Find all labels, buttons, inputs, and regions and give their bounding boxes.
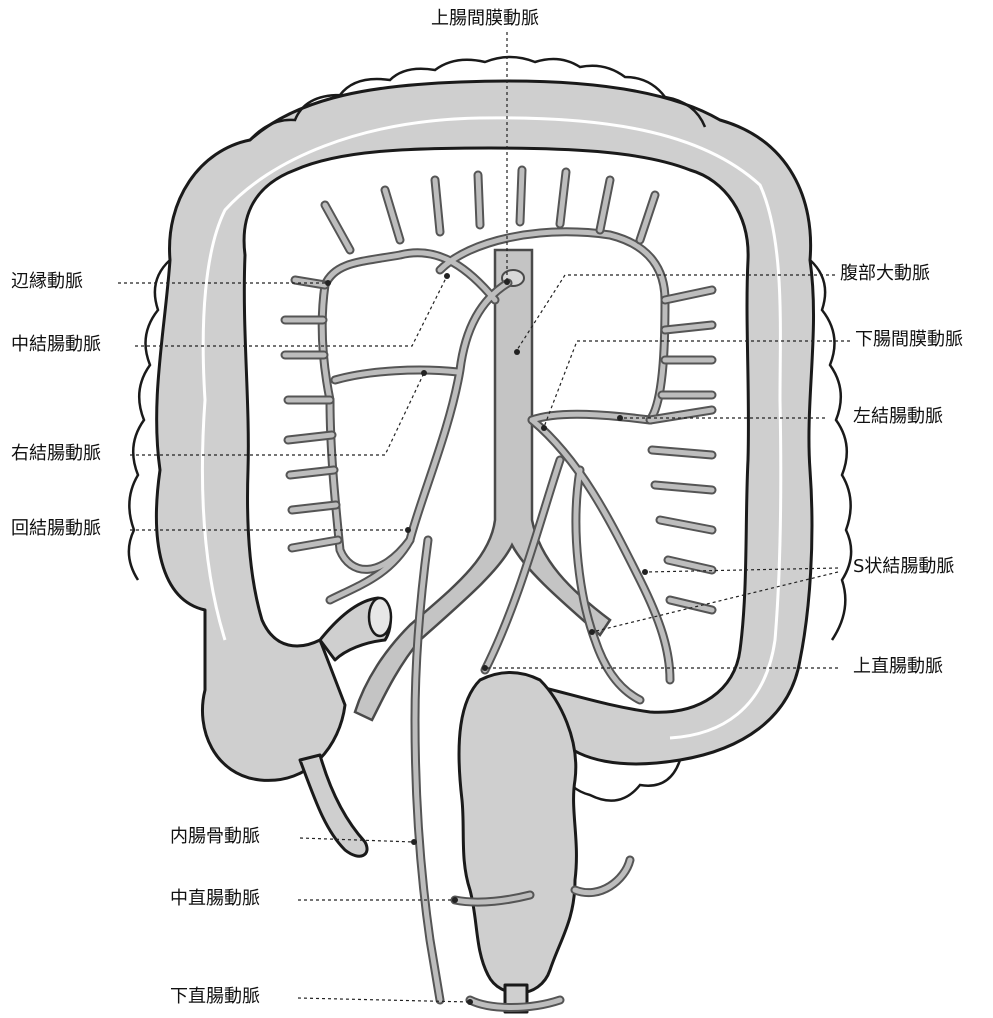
dot-inferior-rectal	[467, 999, 473, 1005]
dot-left-colic	[617, 415, 623, 421]
dot-ima	[541, 425, 547, 431]
label-middle-rectal-artery: 中直腸動脈	[170, 890, 260, 908]
aorta-system	[355, 250, 610, 720]
dot-sma	[504, 279, 510, 285]
dot-marginal	[325, 280, 331, 286]
dot-superior-rectal	[482, 665, 488, 671]
haustra-bottom	[560, 760, 680, 801]
label-inferior-mesenteric-artery: 下腸間膜動脈	[855, 331, 963, 349]
ileum-opening	[369, 598, 391, 636]
label-left-colic-artery: 左結腸動脈	[853, 408, 943, 426]
colon-body	[156, 81, 813, 780]
label-marginal-artery: 辺縁動脈	[11, 273, 83, 291]
abdominal-aorta	[355, 250, 610, 720]
label-inferior-rectal-artery: 下直腸動脈	[170, 988, 260, 1006]
label-ileocolic-artery: 回結腸動脈	[11, 520, 101, 538]
dot-middle-rectal	[452, 897, 458, 903]
dot-aorta	[514, 349, 520, 355]
label-internal-iliac-artery: 内腸骨動脈	[170, 828, 260, 846]
label-middle-colic-artery: 中結腸動脈	[11, 336, 101, 354]
dot-sigmoid-1	[642, 569, 648, 575]
dot-internal-iliac	[411, 839, 417, 845]
label-superior-rectal-artery: 上直腸動脈	[853, 658, 943, 676]
rectum-body	[459, 673, 576, 994]
rectum	[459, 673, 576, 1013]
label-right-colic-artery: 右結腸動脈	[11, 445, 101, 463]
dot-middle-colic	[444, 273, 450, 279]
dot-right-colic	[421, 370, 427, 376]
haustra-right	[810, 260, 851, 640]
label-sigmoid-arteries: S状結腸動脈	[853, 558, 954, 576]
appendix	[300, 755, 367, 856]
dot-sigmoid-2	[589, 629, 595, 635]
label-superior-mesenteric-artery: 上腸間膜動脈	[431, 10, 539, 28]
dot-ileocolic	[405, 527, 411, 533]
label-abdominal-aorta: 腹部大動脈	[840, 265, 930, 283]
